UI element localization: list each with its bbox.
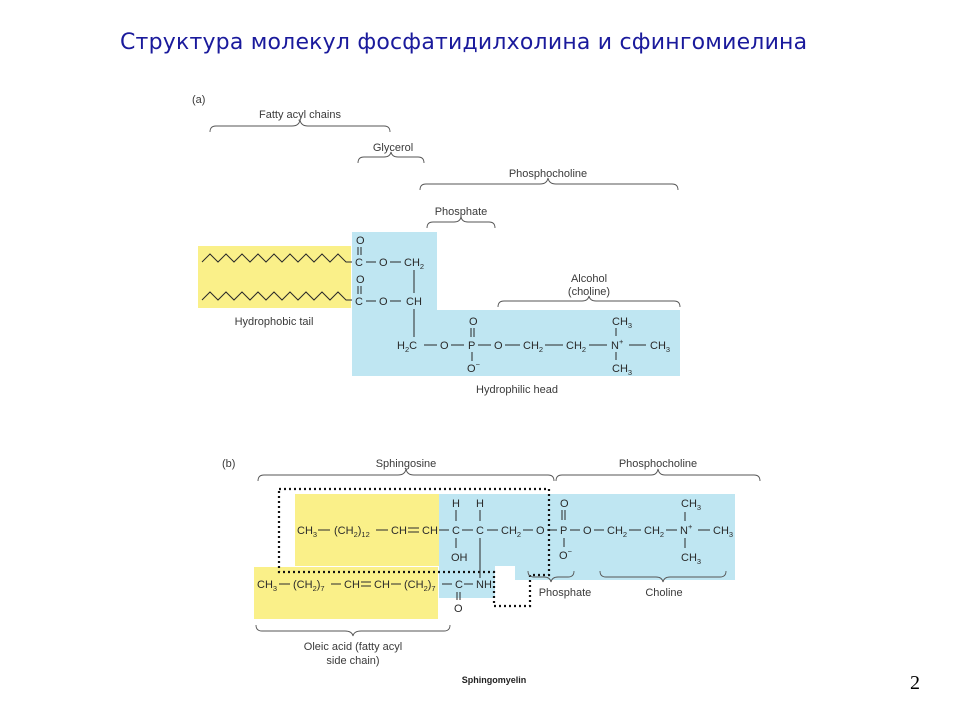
svg-text:H: H: [476, 498, 484, 510]
panel-b: (b) Sphingosine Phosphocholine CH3 (CH2)…: [222, 458, 761, 685]
svg-text:CH3: CH3: [681, 498, 701, 512]
alcohol-brace: [497, 295, 681, 308]
ester-group-1: O C O CH2: [355, 235, 424, 271]
svg-text:O: O: [440, 340, 449, 352]
alcohol-sub-label: (choline): [568, 286, 610, 298]
slide-title: Структура молекул фосфатидилхолина и сфи…: [120, 30, 808, 55]
svg-text:P: P: [560, 525, 567, 537]
oleic-acid-region: [254, 567, 438, 619]
oleic-acid-label-2: side chain): [326, 655, 379, 667]
svg-text:CH2: CH2: [644, 525, 664, 539]
svg-text:CH2: CH2: [404, 257, 424, 271]
svg-text:(CH2)7: (CH2)7: [293, 579, 325, 593]
oleic-acid-label: Oleic acid (fatty acyl: [304, 641, 402, 653]
phosphocholine-head-region-b: [495, 494, 735, 566]
phosphocholine-label-b: Phosphocholine: [619, 458, 697, 470]
fatty-acyl-chains-label: Fatty acyl chains: [259, 109, 341, 121]
svg-text:CH3: CH3: [257, 579, 277, 593]
svg-text:C: C: [355, 296, 363, 308]
svg-text:P: P: [468, 340, 475, 352]
phosphate-label-a: Phosphate: [435, 206, 488, 218]
svg-text:O: O: [356, 274, 365, 286]
choline-brace: [599, 570, 727, 583]
panel-b-tag: (b): [222, 458, 235, 470]
svg-text:(CH2)12: (CH2)12: [334, 525, 370, 539]
panel-a-tag: (a): [192, 94, 205, 106]
svg-text:O: O: [379, 296, 388, 308]
glycerol-label: Glycerol: [373, 142, 413, 154]
phosphate-brace-a: [426, 216, 496, 229]
ceramide-dotted-outline: [277, 487, 551, 608]
svg-text:OH: OH: [451, 552, 468, 564]
svg-text:O: O: [494, 340, 503, 352]
sphingosine-brace: [257, 468, 555, 482]
svg-text:(CH2)7: (CH2)7: [404, 579, 436, 593]
svg-text:O: O: [356, 235, 365, 247]
svg-text:O: O: [536, 525, 545, 537]
svg-text:H: H: [452, 498, 460, 510]
svg-text:CH3: CH3: [612, 316, 632, 330]
sphingomyelin-caption: Sphingomyelin: [462, 675, 527, 685]
choline-label: Choline: [645, 587, 682, 599]
svg-text:O: O: [454, 603, 463, 615]
svg-text:C: C: [476, 525, 484, 537]
phosphate-brace-b: [527, 570, 575, 583]
svg-text:C: C: [452, 525, 460, 537]
svg-text:C: C: [455, 579, 463, 591]
fatty-chain-1: [201, 253, 352, 263]
svg-text:CH: CH: [374, 579, 390, 591]
alcohol-label: Alcohol: [571, 273, 607, 285]
phosphate-label-b: Phosphate: [539, 587, 592, 599]
hydrophobic-tail-label: Hydrophobic tail: [235, 316, 314, 328]
svg-text:CH: CH: [422, 525, 438, 537]
svg-text:CH: CH: [391, 525, 407, 537]
svg-text:CH: CH: [406, 296, 422, 308]
svg-text:CH2: CH2: [607, 525, 627, 539]
phosphocholine-chain-b: O P O− O CH2 CH2 N+ CH3 CH3 CH3: [547, 498, 733, 566]
phosphocholine-brace-a: [419, 177, 679, 191]
page-number: 2: [910, 672, 920, 694]
fatty-acyl-brace: [209, 119, 391, 133]
oleic-acid-brace: [255, 624, 451, 637]
svg-text:CH2: CH2: [523, 340, 543, 354]
hydrophilic-head-label: Hydrophilic head: [476, 384, 558, 396]
svg-text:CH3: CH3: [297, 525, 317, 539]
svg-text:CH2: CH2: [566, 340, 586, 354]
svg-text:CH3: CH3: [650, 340, 670, 354]
panel-a: (a) Fatty acyl chains Glycerol Phosphoch…: [192, 94, 681, 396]
svg-text:O: O: [583, 525, 592, 537]
phosphocholine-label-a: Phosphocholine: [509, 168, 587, 180]
svg-text:CH3: CH3: [713, 525, 733, 539]
hydrophilic-head-region: [352, 232, 680, 376]
svg-text:CH: CH: [344, 579, 360, 591]
fatty-chain-2: [201, 291, 352, 301]
oleic-acid-chain: CH3 (CH2)7 CH CH (CH2)7 C O: [257, 579, 473, 615]
glycerol-brace: [357, 151, 425, 164]
svg-text:O: O: [560, 498, 569, 510]
sphingosine-chain: CH3 (CH2)12 CH CH C H OH C H NH CH2 O: [297, 498, 545, 591]
svg-text:H2C: H2C: [397, 340, 417, 354]
svg-text:C: C: [355, 257, 363, 269]
svg-text:CH2: CH2: [501, 525, 521, 539]
svg-text:O: O: [469, 316, 478, 328]
svg-text:CH3: CH3: [612, 363, 632, 377]
phosphocholine-brace-b: [555, 468, 761, 482]
svg-text:CH3: CH3: [681, 552, 701, 566]
svg-text:O: O: [379, 257, 388, 269]
sphingosine-head-region: [439, 494, 495, 598]
ester-group-2: O C O CH: [355, 274, 422, 308]
svg-text:NH: NH: [476, 579, 492, 591]
sphingosine-label: Sphingosine: [376, 458, 437, 470]
